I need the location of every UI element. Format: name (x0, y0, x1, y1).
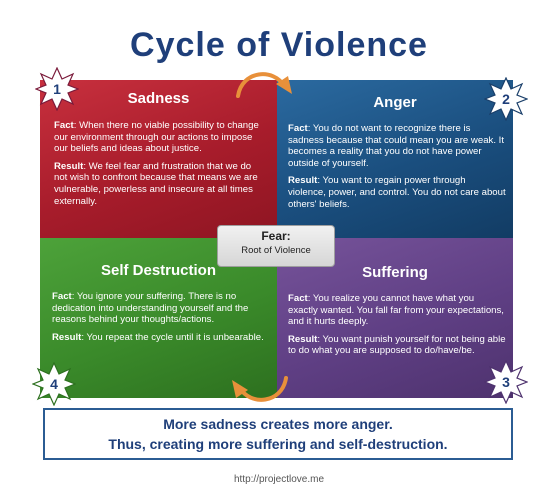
summary-line-1: More sadness creates more anger. (163, 416, 393, 432)
suffering-fact: Fact: You realize you cannot have what y… (288, 293, 506, 328)
self-destruction-result-label: Result (52, 331, 82, 343)
self-destruction-fact-text: : You ignore your suffering. There is no… (52, 291, 249, 326)
suffering-heading: Suffering (362, 264, 428, 281)
sadness-result-text: : We feel fear and frustration that we d… (54, 160, 258, 207)
sadness-result: Result: We feel fear and frustration tha… (54, 161, 266, 207)
sadness-fact: Fact: When there no viable possibility t… (54, 120, 266, 155)
sadness-quadrant: Sadness Fact: When there no viable possi… (40, 80, 277, 238)
anger-fact-label: Fact (288, 123, 308, 134)
sadness-fact-text: : When there no viable possibility to ch… (54, 120, 259, 155)
anger-heading: Anger (373, 94, 417, 111)
sadness-result-label: Result (54, 160, 84, 172)
anger-quadrant: Anger Fact: You do not want to recognize… (277, 80, 513, 238)
self-destruction-result: Result: You repeat the cycle until it is… (52, 332, 268, 344)
step-2-star-badge: 2 (484, 77, 528, 121)
footer-url: http://projectlove.me (233, 474, 325, 485)
anger-fact: Fact: You do not want to recognize there… (288, 123, 506, 169)
diagram-title: Cycle of Violence (130, 26, 428, 64)
fear-title: Fear: (261, 229, 291, 243)
step-4-star-badge: 4 (32, 362, 76, 406)
suffering-fact-label: Fact (288, 293, 308, 304)
cycle-arrow-bottom-icon (232, 376, 288, 402)
anger-body: Fact: You do not want to recognize there… (288, 123, 506, 216)
star-icon (484, 360, 528, 404)
fear-subtitle: Root of Violence (241, 245, 311, 256)
step-4-number: 4 (50, 376, 58, 392)
self-destruction-fact-label: Fact (52, 291, 72, 302)
suffering-body: Fact: You realize you cannot have what y… (288, 293, 506, 363)
suffering-result-text: : You want punish yourself for not being… (288, 333, 506, 357)
step-1-number: 1 (53, 81, 61, 97)
step-3-star-badge: 3 (484, 360, 528, 404)
self-destruction-fact: Fact: You ignore your suffering. There i… (52, 291, 268, 326)
star-icon (484, 77, 528, 121)
anger-result-text: : You want to regain power through viole… (288, 175, 506, 210)
sadness-body: Fact: When there no viable possibility t… (54, 120, 266, 213)
fear-center-box: Fear: Root of Violence (217, 225, 335, 267)
anger-fact-text: : You do not want to recognize there is … (288, 123, 504, 169)
summary-line-2: Thus, creating more suffering and self-d… (108, 436, 448, 452)
anger-result-label: Result (288, 175, 318, 187)
sadness-heading: Sadness (127, 90, 190, 107)
suffering-result-label: Result (288, 333, 318, 345)
self-destruction-result-text: : You repeat the cycle until it is unbea… (81, 331, 264, 343)
step-3-number: 3 (502, 374, 510, 390)
self-destruction-body: Fact: You ignore your suffering. There i… (52, 291, 268, 349)
star-icon (35, 67, 79, 111)
sadness-fact-label: Fact (54, 120, 74, 131)
star-icon (32, 362, 76, 406)
self-destruction-heading: Self Destruction (100, 262, 217, 279)
suffering-fact-text: : You realize you cannot have what you e… (288, 293, 504, 328)
suffering-result: Result: You want punish yourself for not… (288, 334, 506, 357)
summary-box: More sadness creates more anger. Thus, c… (43, 408, 513, 460)
step-1-star-badge: 1 (35, 67, 79, 111)
step-2-number: 2 (502, 91, 510, 107)
anger-result: Result: You want to regain power through… (288, 175, 506, 210)
cycle-arrow-top-icon (236, 72, 292, 98)
